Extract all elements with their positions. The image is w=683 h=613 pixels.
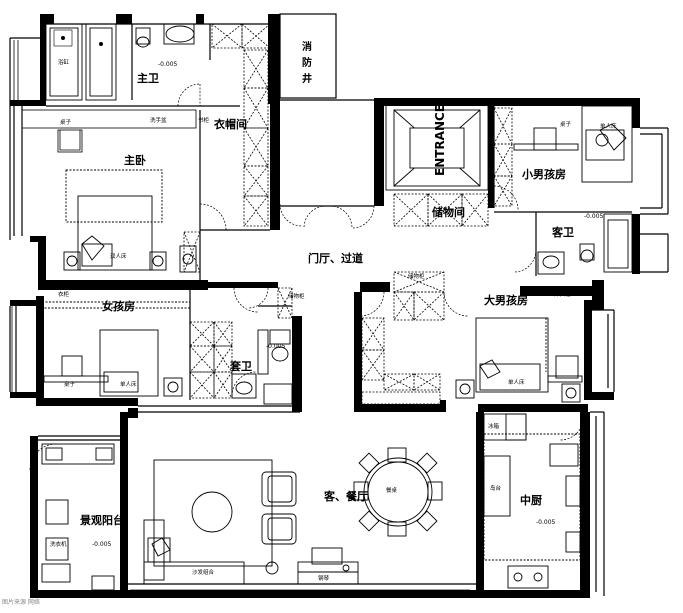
label-double-bed: 双人床	[110, 252, 127, 260]
room-label-storage: 储物间	[432, 205, 465, 219]
level-kitchen: -0.005	[536, 519, 556, 526]
kitchen-fixtures	[483, 413, 581, 589]
suite-bath-fixtures	[231, 329, 293, 405]
label-nightstand: 床头柜	[554, 290, 571, 298]
label-storage-hall: 储物柜	[288, 292, 305, 300]
room-label-fire-shaft-2: 防	[302, 56, 312, 69]
shower	[85, 23, 117, 101]
toilet-1	[136, 36, 150, 48]
furniture-labels: 浴缸 桌子 洗手盆 双人床 单人床 桌子 单人床 单人床 桌子 餐桌 沙发组合 …	[2, 58, 617, 606]
room-label-girl-room: 女孩房	[102, 299, 135, 313]
room-label-hall: 门厅、过道	[308, 251, 363, 265]
label-fridge: 冰箱	[488, 422, 500, 430]
label-piano: 钢琴	[318, 574, 330, 582]
label-single-bed-small: 单人床	[600, 122, 617, 130]
dining-set	[353, 447, 443, 537]
big-boy-room-furniture	[455, 317, 583, 403]
basin	[165, 25, 195, 43]
guest-bath-fixtures	[537, 213, 633, 275]
level-master-bath: -0.005	[158, 61, 178, 68]
room-label-closet: 衣帽间	[214, 117, 247, 131]
room-label-master-bedroom: 主卧	[124, 153, 146, 167]
room-label-fire-shaft-3: 井	[302, 72, 312, 85]
room-label-kitchen: 中厨	[520, 493, 542, 507]
room-label-fire-shaft-1: 消	[302, 40, 312, 53]
label-wardrobe: 衣柜	[58, 290, 70, 298]
label-bathtub: 浴缸	[58, 58, 70, 66]
entrance-label: ENTRANCE	[433, 104, 447, 176]
room-label-suite-bath: 套卫	[230, 359, 252, 373]
cabinets	[183, 23, 513, 405]
entrance-box	[385, 103, 489, 191]
room-label-small-boy-room: 小男孩房	[521, 167, 566, 181]
windows	[11, 40, 470, 595]
watermark: 图片来源 网络	[2, 598, 40, 606]
level-balcony: -0.005	[92, 541, 112, 548]
label-wash-master: 洗手盆	[150, 116, 167, 124]
balcony-furniture	[41, 443, 115, 591]
room-label-living-dining: 客、餐厅	[323, 489, 368, 503]
label-island: 岛台	[490, 484, 502, 492]
label-bookcase: 书柜	[198, 116, 210, 124]
master-bed	[63, 169, 197, 273]
level-guest-bath: -0.005	[584, 213, 604, 220]
level-marks: -0.005 -0.005 -0.005 -0.005 -0.005	[92, 61, 604, 548]
room-label-master-bath: 主卫	[137, 71, 159, 85]
small-boy-room-furniture	[513, 105, 633, 183]
label-single-bed-boy: 单人床	[508, 378, 525, 386]
room-labels: 主卫 衣帽间 消 防 井 主卧 门厅、过道 小男孩房 客卫 储物间 女孩房 套卫…	[79, 40, 574, 527]
label-desk-master: 桌子	[60, 118, 72, 126]
master-bath-fixtures	[45, 23, 195, 101]
girl-room-furniture	[41, 301, 191, 397]
label-single-bed-girl: 单人床	[120, 380, 137, 388]
label-washer: 洗衣机	[50, 540, 67, 548]
entrance-text: ENTRANCE	[433, 104, 447, 176]
level-suite-bath: -0.005	[266, 343, 286, 350]
label-storage-right: 储物柜	[408, 272, 425, 280]
living-room-furniture	[143, 459, 359, 585]
label-desk-small: 桌子	[560, 120, 572, 128]
room-label-big-boy-room: 大男孩房	[484, 293, 528, 307]
room-label-guest-bath: 客卫	[551, 225, 574, 239]
room-label-balcony: 景观阳台	[79, 513, 124, 527]
bathtub-1	[45, 23, 83, 101]
label-sofa: 沙发组合	[192, 568, 215, 576]
doors	[29, 83, 585, 471]
label-desk-girl: 桌子	[64, 380, 76, 388]
label-dining-table: 餐桌	[386, 486, 398, 494]
